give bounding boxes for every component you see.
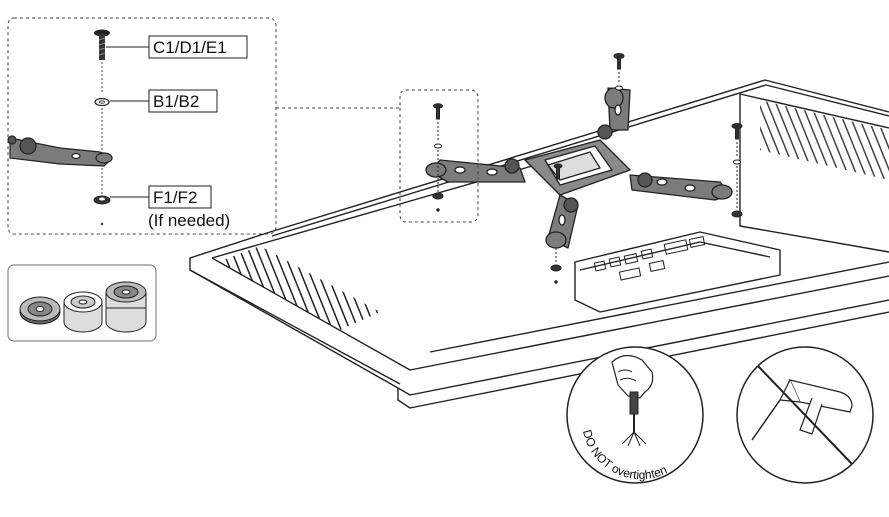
spacer-icon [93,195,111,226]
left-vents [218,246,380,330]
spacer-note: (If needed) [148,211,230,230]
hand-screwdriver-icon [566,346,704,484]
label-leaders [106,35,248,209]
bracket-icon [425,87,733,249]
spacer-label: F1/F2 [153,188,197,207]
screw-icon [94,29,110,92]
washer-label: B1/B2 [153,92,199,111]
washer-icon [94,97,110,196]
right-vents [760,100,889,180]
power-drill-prohibited-icon [736,346,874,484]
callout-bracket-arm [7,135,114,167]
spacer-variants [7,264,157,342]
screw-label: C1/D1/E1 [153,38,227,57]
small-box-screw-stack [432,103,444,212]
detail-callout [7,17,479,235]
connector-ports [593,236,706,281]
bracket-screws [550,53,743,284]
